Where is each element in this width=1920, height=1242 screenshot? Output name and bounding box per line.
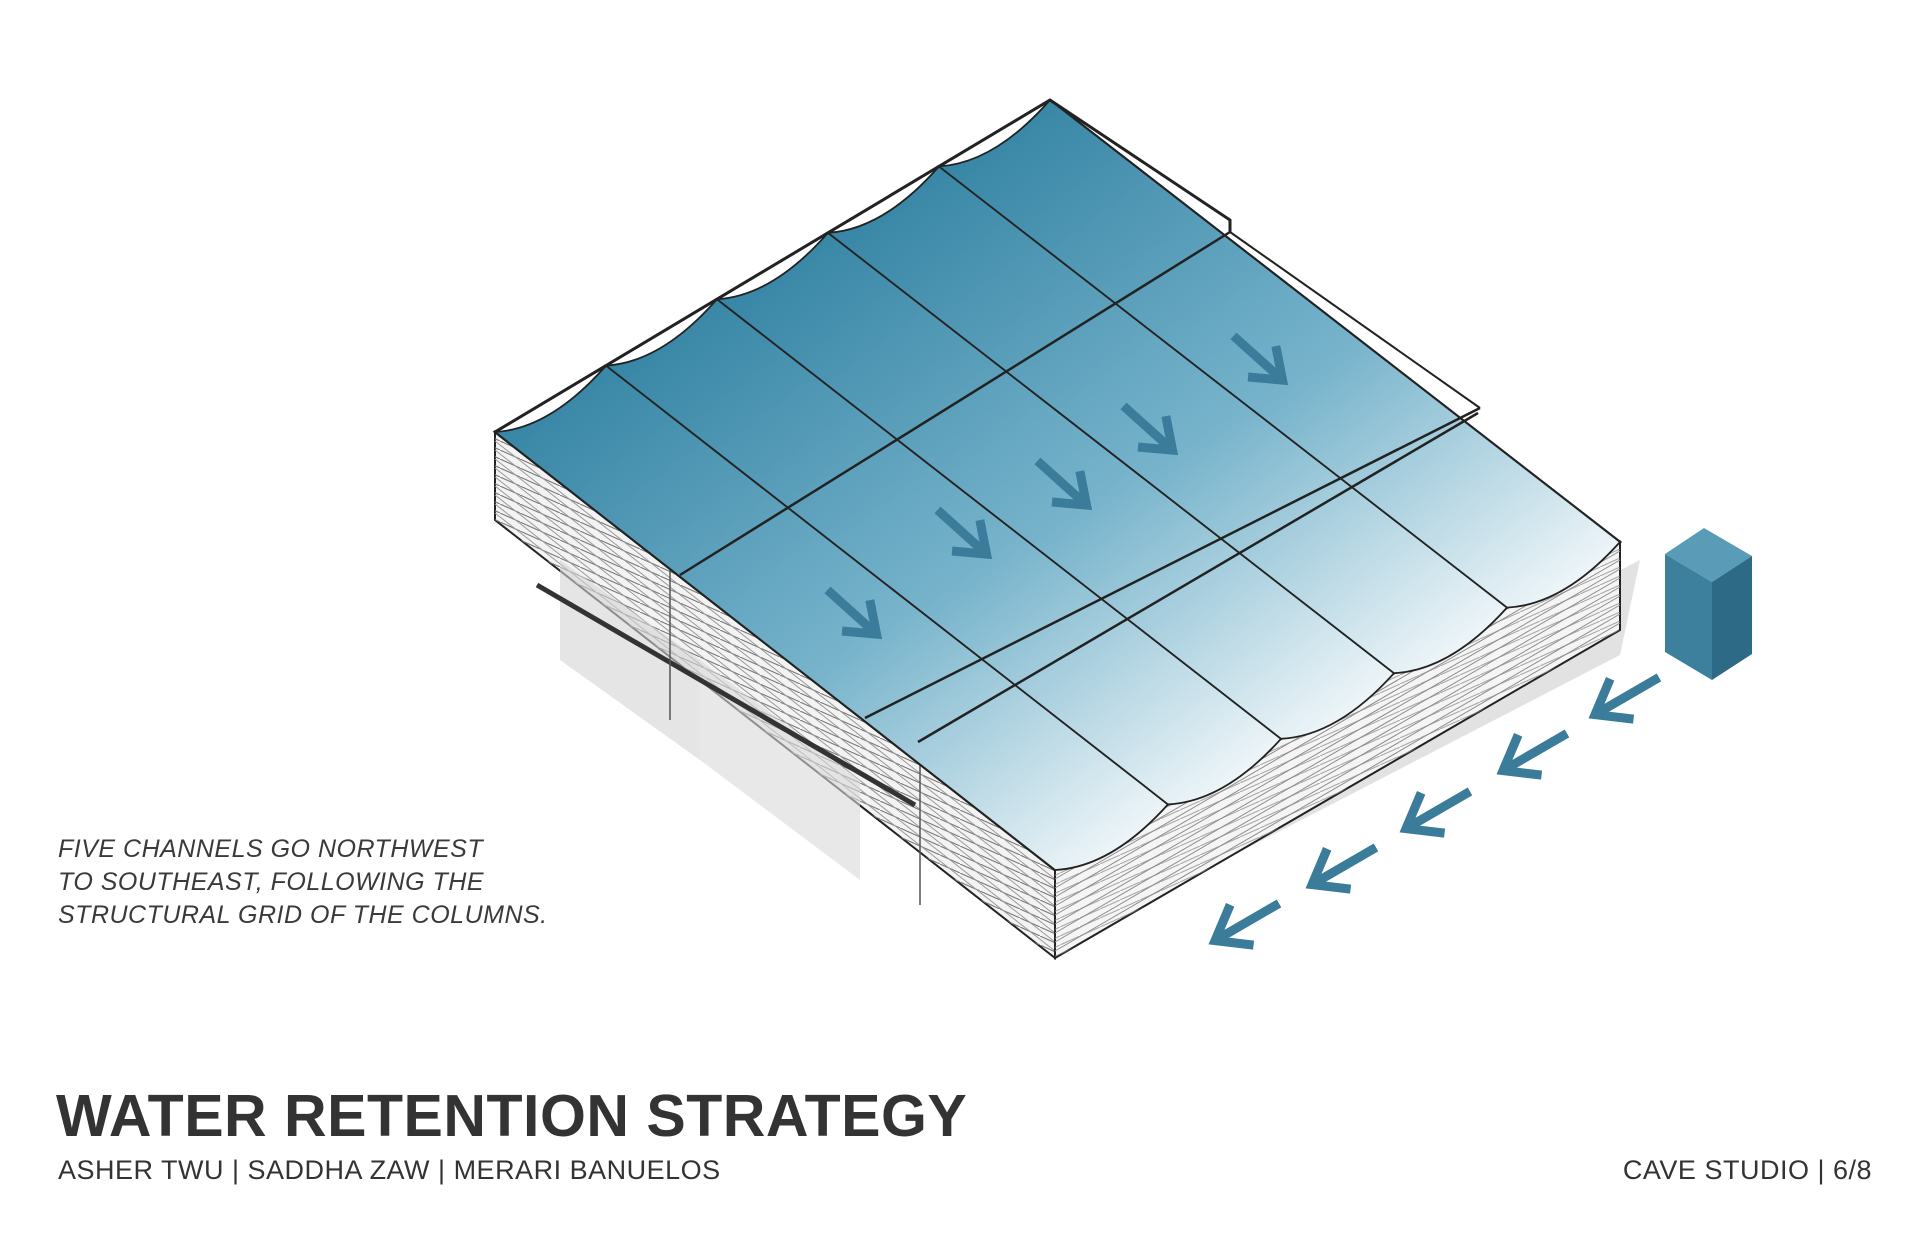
facade-slat	[1054, 604, 1621, 934]
caption-line: STRUCTURAL GRID OF THE COLUMNS.	[58, 901, 548, 929]
flow-arrow-southwest-icon	[1588, 673, 1662, 724]
facade-slat	[494, 467, 1056, 907]
facade-slat	[494, 476, 1056, 916]
flow-arrow-southwest-icon	[1208, 899, 1282, 950]
facade-slat	[494, 485, 1056, 925]
page-title: WATER RETENTION STRATEGY	[56, 1083, 968, 1149]
flow-arrow-southeast-icon	[934, 506, 993, 560]
facade-slat	[1054, 622, 1621, 952]
water-tank-icon	[1665, 528, 1752, 680]
facade-slat	[1054, 613, 1621, 943]
caption-line: FIVE CHANNELS GO NORTHWEST	[58, 835, 484, 863]
south-facade	[1054, 540, 1621, 960]
flow-arrow-southeast-icon	[824, 586, 883, 640]
flow-arrow-southeast-icon	[1034, 457, 1093, 511]
flow-arrow-southwest-icon	[1496, 729, 1570, 780]
roof-flow-arrows	[824, 332, 1289, 640]
flow-arrow-southeast-icon	[1230, 332, 1289, 386]
facade-slat	[1054, 586, 1621, 916]
facade-slat	[494, 440, 1056, 880]
facade-slat	[1054, 595, 1621, 925]
facade-slat	[1054, 577, 1621, 907]
facade-slat	[494, 494, 1056, 934]
facade-slat	[494, 458, 1056, 898]
west-facade	[494, 429, 1056, 961]
flow-arrow-southeast-icon	[1120, 402, 1179, 456]
flow-arrow-southwest-icon	[1399, 787, 1473, 838]
facade-slat	[1054, 559, 1621, 889]
diagram-caption: FIVE CHANNELS GO NORTHWEST TO SOUTHEAST,…	[58, 833, 658, 932]
facade-slat	[494, 449, 1056, 889]
ground-flow-arrows	[1208, 673, 1662, 950]
caption-line: TO SOUTHEAST, FOLLOWING THE	[58, 868, 485, 896]
author-credits: ASHER TWU | SADDHA ZAW | MERARI BANUELOS	[58, 1155, 721, 1185]
flow-arrow-southwest-icon	[1305, 843, 1379, 894]
studio-page-label: CAVE STUDIO | 6/8	[1622, 1155, 1872, 1185]
facade-slat	[1054, 568, 1621, 898]
